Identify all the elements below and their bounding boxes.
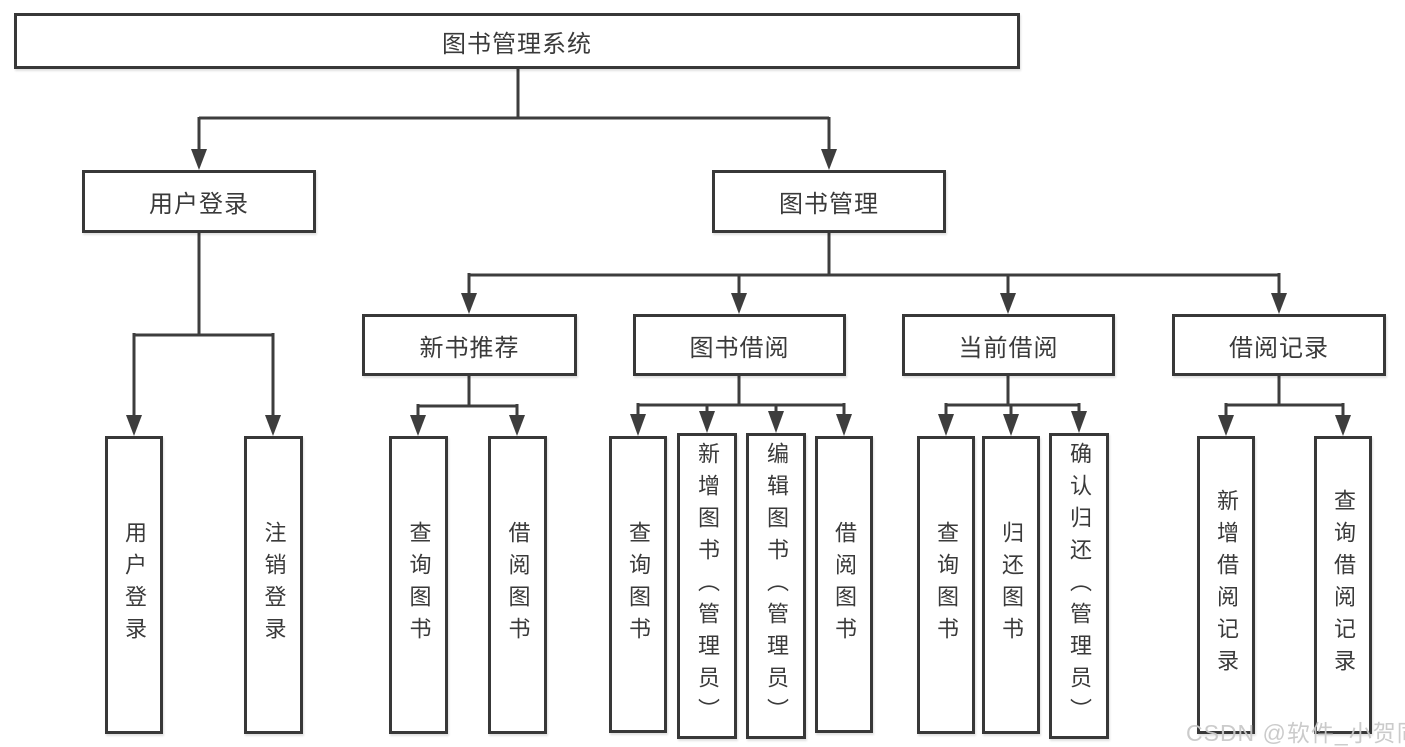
leaf-label: 新增图书（管理员） [695, 442, 720, 730]
leaf-label: 借阅图书 [832, 520, 857, 649]
leaf-label: 查询借阅记录 [1331, 489, 1356, 681]
leaf-logout: 注销登录 [244, 436, 303, 734]
connector-book-management-to-level3 [461, 233, 1287, 314]
leaf-borrow-books-recommend: 借阅图书 [488, 436, 547, 734]
connector-current-borrow-to-leaves [938, 376, 1087, 436]
leaf-add-book-admin: 新增图书（管理员） [677, 433, 737, 739]
leaf-label: 用户登录 [122, 521, 147, 649]
leaf-label: 新增借阅记录 [1214, 489, 1239, 681]
node-book-borrow: 图书借阅 [633, 314, 846, 376]
leaf-user-login: 用户登录 [105, 436, 163, 734]
leaf-confirm-return-admin: 确认归还（管理员） [1049, 433, 1109, 739]
connector-new-book-rec-to-leaves [410, 376, 525, 436]
leaf-query-borrow-record: 查询借阅记录 [1314, 436, 1372, 734]
node-borrow-records: 借阅记录 [1172, 314, 1386, 376]
leaf-label: 查询图书 [934, 521, 959, 649]
leaf-query-books-current: 查询图书 [917, 436, 975, 734]
connector-user-login-to-leaves [126, 233, 281, 436]
leaf-label: 归还图书 [999, 521, 1024, 649]
leaf-label: 查询图书 [626, 520, 651, 649]
leaf-label: 确认归还（管理员） [1067, 442, 1092, 730]
leaf-label: 注销登录 [261, 521, 287, 649]
leaf-label: 查询图书 [406, 521, 432, 649]
connector-root-to-level2 [191, 68, 837, 170]
node-current-borrow: 当前借阅 [902, 314, 1115, 376]
leaf-return-books: 归还图书 [982, 436, 1040, 734]
leaf-borrow-books: 借阅图书 [815, 436, 873, 733]
node-book-management: 图书管理 [712, 170, 946, 233]
leaf-edit-book-admin: 编辑图书（管理员） [746, 433, 806, 739]
csdn-watermark: CSDN @软件_小贺同学 [1186, 720, 1405, 746]
leaf-label: 借阅图书 [505, 521, 531, 649]
node-root-library-system: 图书管理系统 [14, 13, 1020, 69]
leaf-query-books-recommend: 查询图书 [389, 436, 448, 734]
node-user-login: 用户登录 [82, 170, 316, 233]
leaf-add-borrow-record: 新增借阅记录 [1197, 436, 1255, 734]
connector-book-borrow-to-leaves [630, 376, 852, 436]
connector-borrow-records-to-leaves [1218, 376, 1351, 436]
leaf-query-books-borrow: 查询图书 [609, 436, 667, 733]
leaf-label: 编辑图书（管理员） [764, 442, 789, 730]
node-new-book-recommend: 新书推荐 [362, 314, 577, 376]
